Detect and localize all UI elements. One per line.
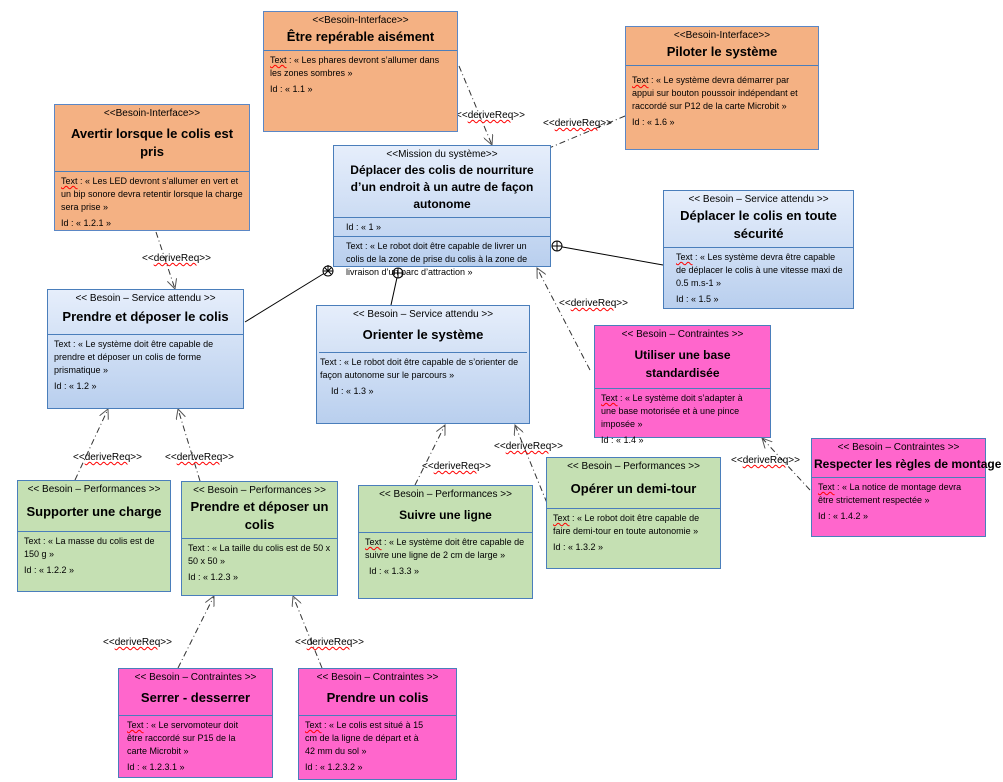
requirement-id: Id : « 1.2 » [54, 381, 97, 391]
requirement-text: Text : « Le robot doit être capable de s… [320, 357, 519, 380]
stereotype: << Besoin – Performances >> [193, 485, 326, 496]
requirement-id: Id : « 1.2.2 » [24, 565, 75, 575]
requirement-1-5[interactable]: << Besoin – Service attendu >> Déplacer … [663, 190, 854, 309]
stereotype: << Besoin – Contraintes >> [621, 329, 744, 340]
requirement-1-2-2[interactable]: << Besoin – Performances >> Supporter un… [17, 480, 171, 592]
requirement-text: Text : « La taille du colis est de 50 x … [188, 543, 331, 566]
requirement-title: Respecter les règles de montage [814, 457, 1002, 471]
derive-line-1-3-3 [414, 425, 445, 486]
requirement-1-3-3[interactable]: << Besoin – Performances >> Suivre une l… [358, 485, 533, 599]
stereotype: <<Besoin-Interface>> [673, 30, 771, 41]
stereotype: << Besoin – Contraintes >> [134, 672, 257, 683]
stereotype: << Besoin – Contraintes >> [316, 672, 439, 683]
derive-label: <<deriveReq>> [543, 118, 612, 129]
requirement-title: Piloter le système [666, 44, 778, 59]
requirement-1-6[interactable]: <<Besoin-Interface>> Piloter le système … [625, 26, 819, 150]
requirement-1-4[interactable]: << Besoin – Contraintes >> Utiliser une … [594, 325, 771, 445]
requirement-title: Avertir lorsque le colis est pris [70, 126, 234, 159]
requirement-1-2-1[interactable]: <<Besoin-Interface>> Avertir lorsque le … [54, 104, 250, 231]
requirement-id: Id : « 1.2.3.1 » [127, 762, 185, 772]
stereotype: << Besoin – Performances >> [567, 461, 700, 472]
requirement-1-2-3-2[interactable]: << Besoin – Contraintes >> Prendre un co… [298, 668, 457, 780]
derive-line-1-2-3-2 [293, 596, 323, 669]
containment-line-1-5 [556, 245, 664, 266]
derive-line-1-2-3-1 [177, 596, 214, 669]
stereotype: <<Mission du système>> [386, 149, 498, 160]
derive-label: <<deriveReq>> [165, 452, 234, 463]
requirement-text: Text : « Le système devra démarrer par a… [632, 75, 798, 111]
requirement-id: Id : « 1.2.3 » [188, 572, 239, 582]
requirement-title: Être repérable aisément [286, 29, 435, 44]
requirement-id: Id : « 1.3.2 » [553, 542, 604, 552]
requirement-1-4-2[interactable]: << Besoin – Contraintes >> Respecter les… [811, 438, 1002, 537]
requirement-text: Text : « Le système doit être capable de… [365, 537, 525, 560]
requirement-text: Text : « Le robot doit être capable de l… [346, 241, 528, 277]
requirement-title: Suivre une ligne [399, 508, 492, 522]
requirement-title: Déplacer des colis de nourriture d’un en… [350, 163, 534, 211]
requirement-title: Opérer un demi-tour [570, 481, 697, 496]
requirement-text: Text : « Les LED devront s’allumer en ve… [61, 176, 243, 212]
requirement-id: Id : « 1.5 » [676, 294, 719, 304]
stereotype: << Besoin – Service attendu >> [352, 309, 494, 320]
derive-label: <<deriveReq>> [142, 253, 211, 264]
requirement-title: Prendre et déposer le colis [62, 309, 229, 324]
requirement-id: Id : « 1.1 » [270, 84, 313, 94]
requirement-title: Prendre et déposer un colis [190, 499, 329, 532]
requirement-1-mission[interactable]: <<Mission du système>> Déplacer des coli… [333, 145, 551, 277]
containment-symbol [322, 265, 334, 277]
requirement-id: Id : « 1.4 » [601, 435, 644, 445]
requirement-text: Text : « Les phares devront s’allumer da… [270, 55, 440, 78]
requirement-text: Text : « Le robot doit être capable de f… [553, 513, 700, 536]
requirement-1-3[interactable]: << Besoin – Service attendu >> Orienter … [316, 305, 530, 424]
stereotype: << Besoin – Performances >> [27, 484, 161, 495]
derive-label: <<deriveReq>> [559, 298, 628, 309]
derive-label: <<deriveReq>> [422, 461, 491, 472]
requirement-title: Utiliser une base standardisée [634, 348, 731, 380]
stereotype: <<Besoin-Interface>> [103, 108, 201, 119]
derive-line-1-1 [458, 65, 492, 145]
stereotype: << Besoin – Service attendu >> [688, 194, 829, 205]
derive-line-1-2-2 [74, 409, 108, 481]
requirement-text: Text : « La masse du colis est de 150 g … [24, 536, 155, 559]
requirement-id: Id : « 1.3.3 » [369, 566, 420, 576]
requirement-id: Id : « 1 » [346, 222, 382, 232]
stereotype: << Besoin – Service attendu >> [75, 293, 216, 304]
requirement-id: Id : « 1.2.3.2 » [305, 762, 363, 772]
requirement-title: Déplacer le colis en toute sécurité [680, 208, 837, 241]
requirement-id: Id : « 1.6 » [632, 117, 675, 127]
requirement-1-2-3[interactable]: << Besoin – Performances >> Prendre et d… [181, 481, 338, 596]
stereotype: <<Besoin-Interface>> [312, 15, 409, 26]
derive-label: <<deriveReq>> [456, 110, 525, 121]
derive-label: <<deriveReq>> [73, 452, 142, 463]
requirement-id: Id : « 1.3 » [331, 386, 374, 396]
requirement-text: Text : « Les système devra être capable … [676, 252, 843, 288]
requirement-text: Text : « Le système doit s’adapter à une… [601, 393, 743, 429]
requirement-title: Prendre un colis [326, 690, 429, 705]
derive-label: <<deriveReq>> [103, 637, 172, 648]
requirement-id: Id : « 1.4.2 » [818, 511, 869, 521]
requirement-id: Id : « 1.2.1 » [61, 218, 112, 228]
stereotype: << Besoin – Performances >> [379, 489, 512, 500]
requirement-text: Text : « Le système doit être capable de… [54, 339, 214, 375]
requirement-title: Orienter le système [362, 327, 484, 342]
derive-line-1-4 [537, 268, 591, 371]
requirement-title: Supporter une charge [26, 504, 162, 519]
stereotype: << Besoin – Contraintes >> [837, 442, 960, 453]
derive-label: <<deriveReq>> [731, 455, 800, 466]
requirement-title: Serrer - desserrer [140, 690, 251, 705]
derive-label: <<deriveReq>> [295, 637, 364, 648]
derive-label: <<deriveReq>> [494, 441, 563, 452]
requirement-1-2[interactable]: << Besoin – Service attendu >> Prendre e… [47, 289, 244, 409]
requirement-1-1[interactable]: <<Besoin-Interface>> Être repérable aisé… [263, 11, 458, 132]
derive-line-1-2-3 [178, 409, 201, 482]
requirement-text: Text : « Le servomoteur doit être raccor… [127, 720, 239, 756]
requirement-1-2-3-1[interactable]: << Besoin – Contraintes >> Serrer - dess… [118, 668, 273, 778]
requirement-text: Text : « La notice de montage devra être… [818, 482, 962, 505]
requirement-1-3-2[interactable]: << Besoin – Performances >> Opérer un de… [546, 457, 721, 569]
requirement-text: Text : « Le colis est situé à 15 cm de l… [305, 720, 424, 756]
